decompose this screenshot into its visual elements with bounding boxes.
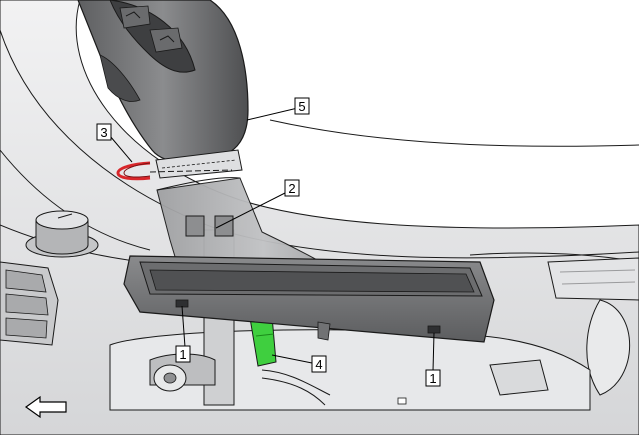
callout-leaders (109, 106, 435, 372)
callout-1-right-label: 1 (429, 371, 436, 386)
callout-1-right: 1 (425, 369, 441, 387)
callout-4-label: 4 (315, 357, 322, 372)
left-switch-panel (0, 261, 59, 346)
callout-1-left: 1 (175, 345, 191, 363)
callout-5: 5 (294, 97, 310, 115)
arrow-left-outline-icon (24, 395, 67, 419)
callout-3-label: 3 (100, 125, 107, 140)
callout-4: 4 (311, 355, 327, 373)
rotary-dial (25, 210, 99, 258)
callout-5-label: 5 (298, 99, 305, 114)
callout-2: 2 (284, 179, 300, 197)
console-tray-bezel (123, 255, 495, 343)
callout-1-left-label: 1 (179, 347, 186, 362)
callout-2-label: 2 (288, 181, 295, 196)
shift-knob (77, 0, 249, 179)
retaining-clip (116, 161, 233, 181)
callout-3: 3 (96, 123, 112, 141)
